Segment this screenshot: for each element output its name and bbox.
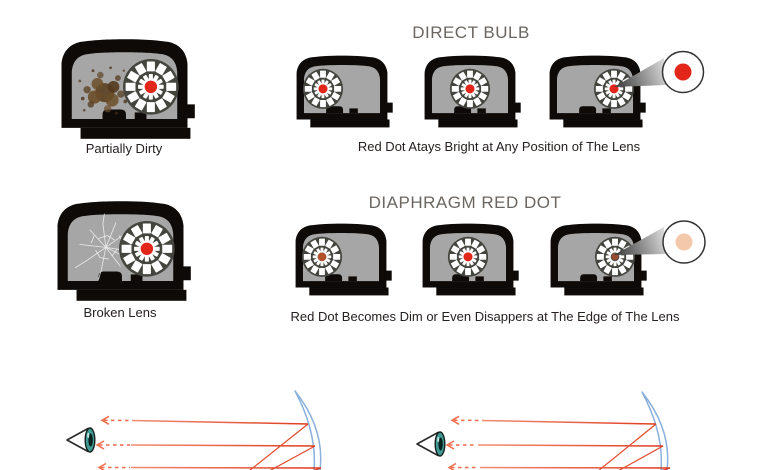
- direct-bulb-caption: Red Dot Atays Bright at Any Position of …: [357, 139, 641, 154]
- broken-lens-label: Broken Lens: [83, 305, 157, 320]
- direct-bulb-title: DIRECT BULB: [412, 23, 530, 42]
- red-dot: [609, 84, 619, 94]
- reticle-target: [119, 221, 175, 277]
- reticle-target: [303, 69, 343, 109]
- ray-diagram-left: [66, 390, 322, 470]
- red-dot: [140, 242, 154, 256]
- eye-icon: [416, 431, 446, 457]
- callout-circle: [662, 220, 706, 264]
- reflected-rays: [130, 419, 322, 469]
- diaphragm-caption: Red Dot Becomes Dim or Even Disappers at…: [290, 309, 680, 324]
- virtual-ray-dashes: [449, 419, 482, 469]
- red-dot: [144, 80, 158, 94]
- source-rays: [598, 423, 671, 470]
- lens-mirror-icon: [641, 391, 669, 470]
- reticle-target: [448, 237, 488, 277]
- reticle-target: [450, 69, 490, 109]
- reticle-target: [302, 237, 342, 277]
- sight-partially-dirty: [61, 39, 195, 139]
- sight-broken-lens: [57, 201, 191, 301]
- diaphragm-title: DIAPHRAGM RED DOT: [368, 193, 562, 212]
- reflected-rays: [477, 419, 671, 469]
- direct-bulb-sight-left: [296, 55, 393, 128]
- diaphragm-sight-right: [550, 223, 647, 296]
- callout-dot-bright: [674, 63, 692, 81]
- direct-bulb-sight-center: [424, 55, 521, 128]
- callout-circle: [661, 50, 705, 94]
- diaphragm-sight-center: [422, 223, 519, 296]
- diaphragm-sight-left: [295, 223, 392, 296]
- red-dot: [465, 84, 475, 94]
- reticle-target: [123, 59, 179, 115]
- source-rays: [249, 423, 322, 470]
- red-dot: [318, 84, 328, 94]
- lens-mirror-icon: [294, 390, 322, 470]
- eye-icon: [66, 427, 96, 453]
- callout-dot-dim: [675, 233, 693, 251]
- reticle-target: [594, 69, 634, 109]
- red-dot: [463, 252, 473, 262]
- virtual-ray-dashes: [99, 419, 132, 469]
- arrowheads: [445, 415, 460, 470]
- ray-diagram-right: [416, 391, 671, 470]
- partially-dirty-label: Partially Dirty: [85, 141, 163, 156]
- red-dot-faint: [611, 253, 619, 261]
- red-dot-dim: [317, 252, 327, 262]
- arrowheads: [95, 415, 110, 470]
- direct-bulb-sight-right: [549, 55, 646, 128]
- reticle-target: [595, 237, 635, 277]
